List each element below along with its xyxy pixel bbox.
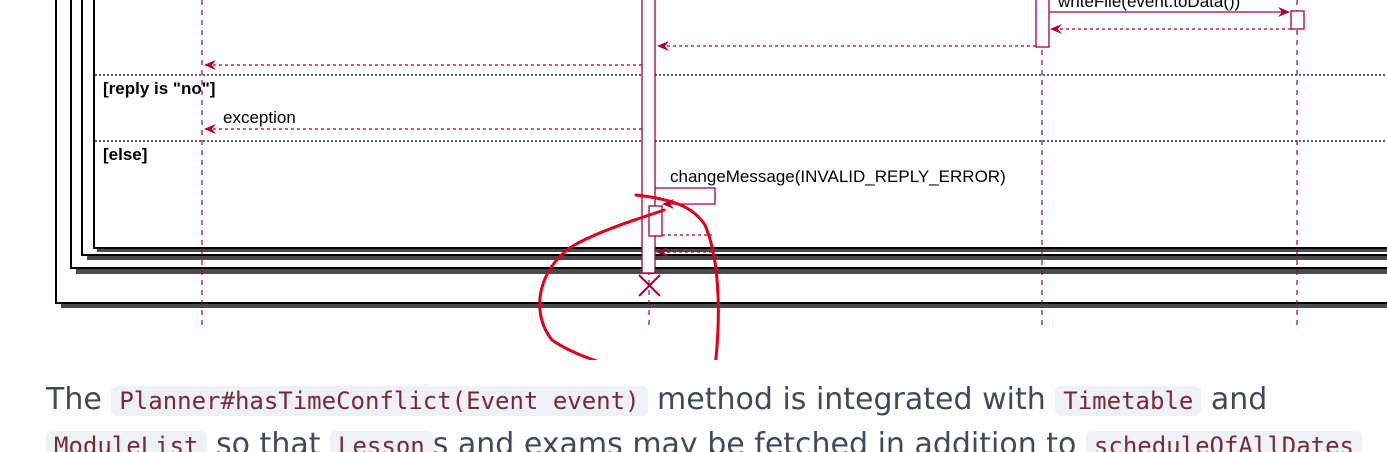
paragraph-text: so that [206, 427, 331, 452]
fragment-frames [55, 0, 1387, 308]
guard-else: [else] [103, 145, 147, 164]
inline-code-module-list: ModuleList [46, 431, 207, 452]
write-file-label: writeFile(event.toData()) [1057, 0, 1240, 11]
inline-code-schedule-of-all-dates: scheduleOfAllDates [1085, 431, 1363, 452]
activation-bar-storage [1035, 0, 1050, 48]
alt-frame [93, 0, 1387, 249]
change-message-arrow [655, 187, 716, 209]
paragraph-text: s and exams may be fetched in addition t… [432, 427, 1086, 452]
destroy-icon [638, 274, 661, 297]
change-message-label: changeMessage(INVALID_REPLY_ERROR) [670, 167, 1006, 186]
guard-reply-no: [reply is "no"] [103, 79, 215, 98]
sequence-diagram: writeFile(event.toData()) exception chan… [55, 0, 1387, 360]
inline-code-lesson: Lesson [330, 431, 433, 452]
paragraph-text: and [1201, 382, 1268, 417]
paragraph-text: method is integrated with [647, 382, 1056, 417]
messages: writeFile(event.toData()) exception chan… [204, 0, 1291, 257]
paragraph-line-1: The Planner#hasTimeConflict(Event event)… [46, 378, 1387, 423]
activation-bars [641, 0, 1305, 274]
inline-code-timetable: Timetable [1055, 386, 1202, 416]
activation-bar-file [1290, 10, 1305, 30]
red-circle-annotation [538, 193, 720, 360]
inline-code-has-time-conflict: Planner#hasTimeConflict(Event event) [111, 386, 648, 416]
exception-label: exception [223, 108, 296, 127]
paragraph-text: The [46, 382, 112, 417]
description-paragraph: The Planner#hasTimeConflict(Event event)… [46, 378, 1387, 452]
activation-bar-main [641, 0, 656, 274]
